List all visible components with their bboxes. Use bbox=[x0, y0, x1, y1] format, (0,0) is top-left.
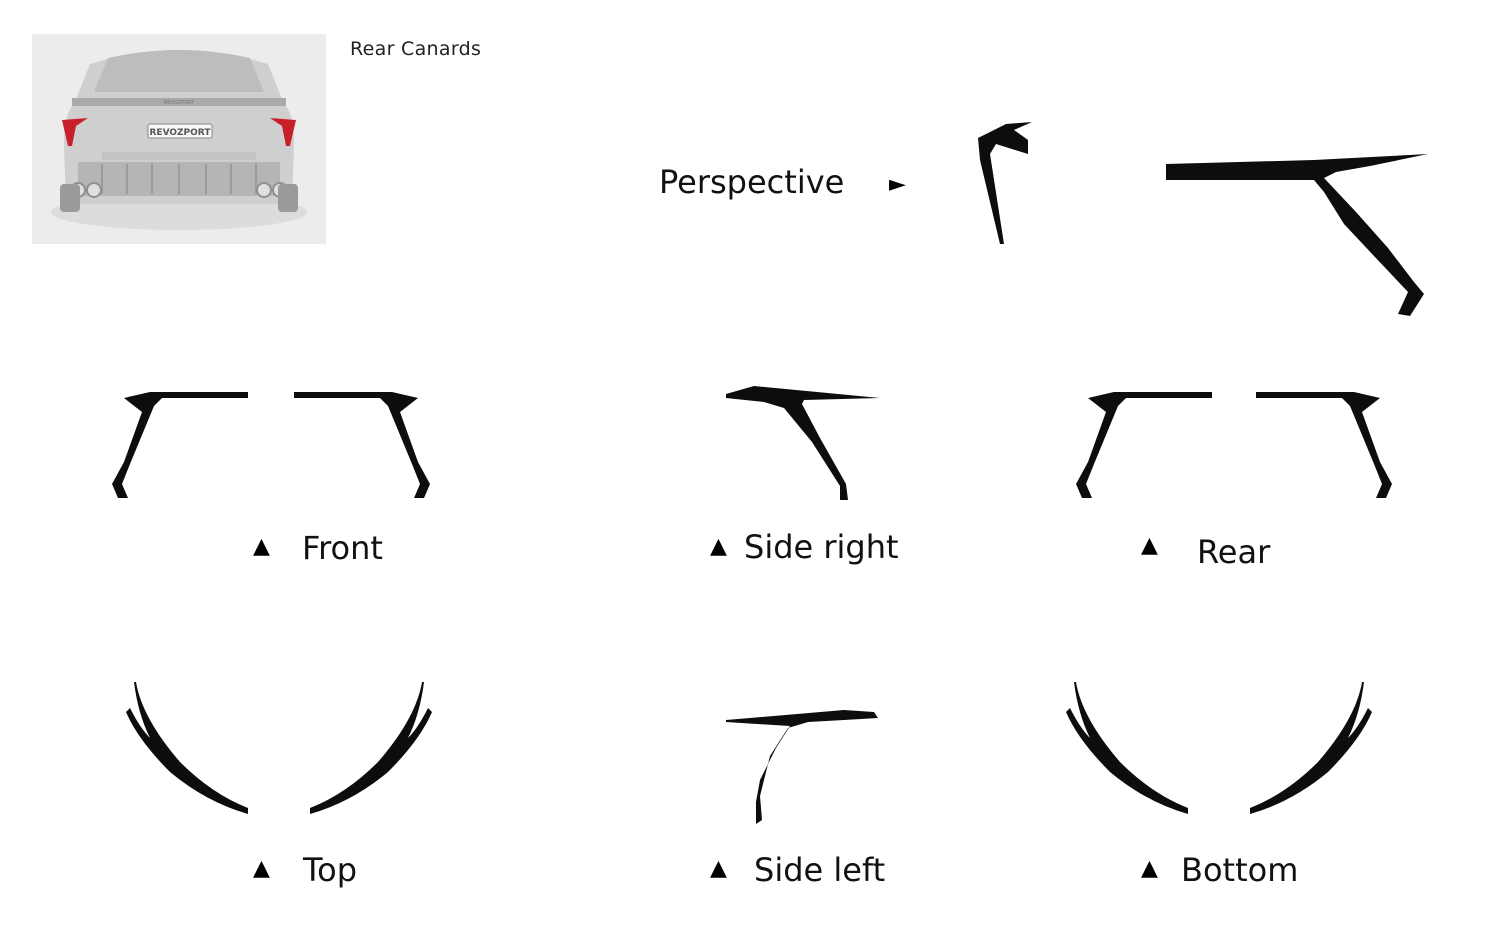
page-title: Rear Canards bbox=[350, 38, 482, 60]
top-label: Top bbox=[303, 851, 357, 889]
canard-perspective-large bbox=[1164, 152, 1430, 318]
rear-badge: REVOZPORT bbox=[164, 100, 195, 106]
canard-bottom-left bbox=[1064, 678, 1192, 818]
side-right-label: Side right bbox=[744, 528, 899, 566]
side-left-label: Side left bbox=[754, 851, 886, 889]
canard-side-left bbox=[724, 708, 884, 826]
front-label: Front bbox=[302, 529, 383, 567]
arrow-up-icon: ▲ bbox=[1141, 533, 1158, 558]
rear-label: Rear bbox=[1197, 533, 1271, 571]
arrow-up-icon: ▲ bbox=[710, 534, 727, 559]
arrow-up-icon: ▲ bbox=[253, 534, 270, 559]
perspective-label: Perspective bbox=[659, 163, 845, 201]
car-rear-thumbnail: REVOZPORT REVOZPORT bbox=[32, 34, 326, 244]
canard-front-right bbox=[290, 388, 432, 504]
arrow-right-icon: ► bbox=[889, 172, 906, 197]
canard-rear-left bbox=[1074, 388, 1216, 504]
arrow-up-icon: ▲ bbox=[1141, 856, 1158, 881]
canard-top-left bbox=[124, 678, 252, 818]
bottom-label: Bottom bbox=[1181, 851, 1299, 889]
canard-rear-right bbox=[1252, 388, 1394, 504]
canard-top-right bbox=[306, 678, 434, 818]
arrow-up-icon: ▲ bbox=[710, 856, 727, 881]
license-plate: REVOZPORT bbox=[150, 128, 212, 138]
canard-front-left bbox=[110, 388, 252, 504]
canard-perspective-small bbox=[976, 120, 1036, 246]
canard-bottom-right bbox=[1246, 678, 1374, 818]
car-rear-illustration: REVOZPORT REVOZPORT bbox=[32, 34, 326, 244]
canard-side-right bbox=[724, 384, 884, 504]
arrow-up-icon: ▲ bbox=[253, 856, 270, 881]
